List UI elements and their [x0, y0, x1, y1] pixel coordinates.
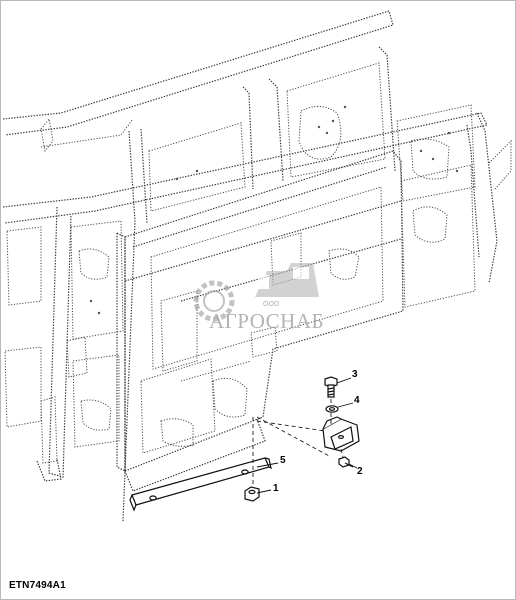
callout-5: 5: [280, 455, 286, 466]
angle-bracket-part: [322, 416, 360, 452]
leader-lines: [256, 377, 358, 494]
door-panel-structure: [36, 150, 476, 492]
bolt-part: [324, 376, 338, 398]
washer-part: [325, 405, 339, 413]
callout-4: 4: [354, 395, 360, 406]
figure-id-label: ETN7494A1: [9, 580, 66, 591]
screw-part: [338, 456, 354, 468]
callout-1: 1: [273, 483, 279, 494]
nut-part: [244, 486, 260, 502]
watermark-prefix: ООО: [263, 301, 280, 308]
watermark-text: АГРОСНАБ: [209, 309, 325, 333]
assembly-lines: [252, 399, 344, 487]
callout-2: 2: [357, 466, 363, 477]
watermark-logo: [193, 263, 319, 322]
rear-frame-structure: [2, 10, 512, 522]
callout-3: 3: [352, 369, 358, 380]
bracket-strip-part: [129, 457, 272, 512]
